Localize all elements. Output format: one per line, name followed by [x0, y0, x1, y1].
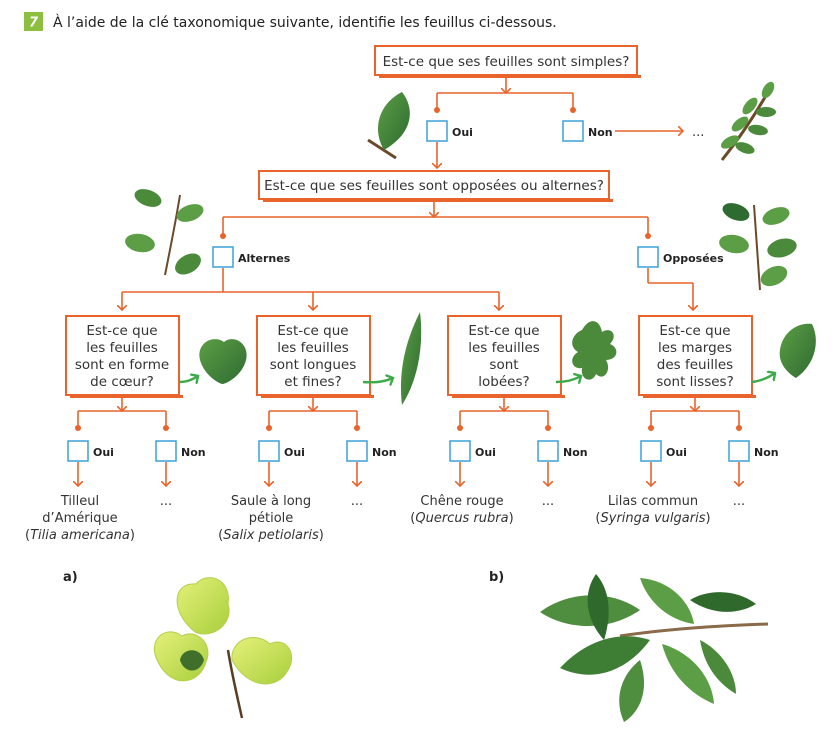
exercise-number: 7 — [29, 16, 39, 31]
result-quercus: Chêne rouge (Quercus rubra) — [410, 494, 513, 526]
checkbox-long-yes[interactable] — [258, 440, 280, 462]
q5-line1: Est-ce que — [468, 323, 539, 339]
label-lobed-yes: Oui — [475, 446, 496, 459]
q1-no-continuation: ... — [692, 125, 704, 140]
q4-line2: les feuilles — [277, 340, 349, 356]
heart-leaf-example — [199, 339, 247, 384]
q1-connectors — [437, 78, 683, 168]
result-salix-latin: (Salix petiolaris) — [218, 528, 324, 543]
label-alternate: Alternes — [238, 252, 291, 265]
checkbox-q1-yes[interactable] — [426, 120, 448, 142]
result-syringa-line1: Lilas commun — [608, 494, 698, 509]
junction-dot — [570, 107, 576, 113]
junction-dot — [645, 233, 651, 239]
photo-b-label: b) — [489, 570, 504, 585]
q4-line3: sont longues — [270, 357, 356, 373]
label-opposite: Opposées — [663, 252, 724, 265]
q3-line1: Est-ce que — [86, 323, 157, 339]
checkbox-heart-no[interactable] — [155, 440, 177, 462]
q5-line2: les feuilles — [468, 340, 540, 356]
checkbox-smooth-yes[interactable] — [640, 440, 662, 462]
checkbox-opposite[interactable] — [637, 246, 659, 268]
result-syringa: Lilas commun (Syringa vulgaris) — [595, 494, 710, 526]
question-box-heart-shape: Est-ce que les feuilles sont en forme de… — [65, 315, 183, 398]
simple-leaf-illustration — [367, 92, 410, 160]
junction-dot — [434, 107, 440, 113]
result-tilia: Tilleul d’Amérique (Tilia americana) — [25, 494, 135, 543]
q4-line4: et fines? — [284, 374, 341, 390]
checkbox-alternate[interactable] — [212, 246, 234, 268]
question-box-shadow — [263, 199, 613, 202]
alternate-leaves-illustration — [125, 189, 204, 276]
checkbox-smooth-no[interactable] — [728, 440, 750, 462]
lobed-leaf-example — [572, 321, 617, 380]
result-salix-line2: pétiole — [249, 511, 294, 526]
lower-junction-dots — [75, 425, 742, 431]
checkbox-q1-no[interactable] — [562, 120, 584, 142]
ellipsis-smooth-no: ... — [733, 494, 745, 509]
label-long-yes: Oui — [284, 446, 305, 459]
q3-line2: les feuilles — [86, 340, 158, 356]
label-lobed-no: Non — [563, 446, 588, 459]
ellipsis-lobed-no: ... — [542, 494, 554, 509]
result-quercus-latin: (Quercus rubra) — [410, 511, 513, 526]
question-box-smooth-margins: Est-ce que les marges des feuilles sont … — [638, 315, 756, 398]
compound-leaf-illustration — [720, 81, 776, 161]
label-heart-yes: Oui — [93, 446, 114, 459]
q6-line4: sont lisses? — [656, 374, 734, 390]
checkbox-lobed-no[interactable] — [537, 440, 559, 462]
q5-line3: sont — [489, 357, 518, 373]
question-opposite-alternate: Est-ce que ses feuilles sont opposées ou… — [264, 178, 604, 194]
question-box-long-thin: Est-ce que les feuilles sont longues et … — [256, 315, 374, 398]
exercise-instruction: À l’aide de la clé taxonomique suivante,… — [53, 14, 557, 31]
result-syringa-latin: (Syringa vulgaris) — [595, 511, 710, 526]
result-tilia-latin: (Tilia americana) — [25, 528, 135, 543]
ellipsis-heart-no: ... — [160, 494, 172, 509]
q6-line2: les marges — [658, 340, 732, 356]
result-quercus-line1: Chêne rouge — [420, 494, 503, 509]
exercise-number-badge — [24, 12, 43, 31]
label-long-no: Non — [372, 446, 397, 459]
label-smooth-yes: Oui — [666, 446, 687, 459]
question-box-lobed: Est-ce que les feuilles sont lobées? — [447, 315, 565, 398]
photo-b-leaves — [540, 574, 769, 722]
checkbox-long-no[interactable] — [346, 440, 368, 462]
smooth-margin-leaf-example — [779, 323, 816, 378]
photo-a-leaves — [153, 577, 293, 719]
q4-line1: Est-ce que — [277, 323, 348, 339]
photo-a-label: a) — [63, 570, 78, 585]
result-salix-line1: Saule à long — [231, 494, 311, 509]
result-tilia-line2: d’Amérique — [42, 511, 117, 526]
question-box-simple-leaves — [374, 45, 638, 76]
result-tilia-line1: Tilleul — [60, 494, 99, 509]
label-smooth-no: Non — [754, 446, 779, 459]
q2-connectors — [122, 202, 693, 310]
answer-row: Oui Non Oui Non Oui Non Oui Non — [67, 440, 779, 462]
label-q1-yes: Oui — [452, 126, 473, 139]
green-arrows — [179, 373, 775, 382]
question-simple-leaves: Est-ce que ses feuilles sont simples? — [383, 54, 630, 70]
q3-line4: de cœur? — [90, 374, 154, 390]
ellipsis-long-no: ... — [351, 494, 363, 509]
result-salix: Saule à long pétiole (Salix petiolaris) — [218, 494, 324, 543]
long-thin-leaf-example — [400, 312, 422, 405]
lower-connectors — [78, 398, 739, 486]
question-box-shadow — [379, 75, 641, 78]
q3-line3: sont en forme — [75, 357, 169, 373]
checkbox-lobed-yes[interactable] — [449, 440, 471, 462]
label-q1-no: Non — [588, 126, 613, 139]
label-heart-no: Non — [181, 446, 206, 459]
checkbox-heart-yes[interactable] — [67, 440, 89, 462]
junction-dot — [220, 233, 226, 239]
opposite-leaves-illustration — [719, 203, 797, 291]
q6-line1: Est-ce que — [659, 323, 730, 339]
q6-line3: des feuilles — [657, 357, 733, 373]
q5-line4: lobées? — [478, 374, 529, 390]
